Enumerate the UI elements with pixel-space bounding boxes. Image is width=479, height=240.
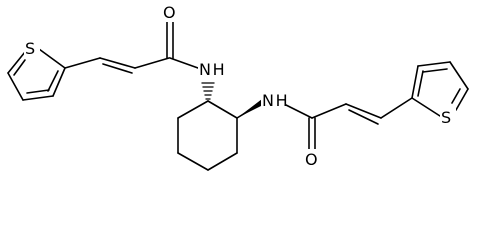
right-thiophene-ring (411, 61, 469, 117)
wedge-stereo-bond (237, 99, 265, 118)
chemical-structure: S O N H N H O S (7, 2, 469, 171)
hashed-stereo-bond (201, 82, 215, 100)
atom-label-o-right: O (304, 149, 321, 169)
cyclohexane-ring (177, 100, 266, 171)
svg-text:O: O (305, 150, 318, 169)
atom-label-s-left: S (24, 38, 40, 58)
atom-label-nh-right: N H (261, 90, 288, 110)
svg-text:N H: N H (199, 60, 225, 79)
left-thiophene-ring (7, 48, 66, 101)
atom-label-s-right: S (440, 107, 456, 127)
svg-text:N H: N H (262, 91, 288, 110)
atom-label-nh-left: N H (198, 59, 225, 79)
right-acryloyl-chain (283, 97, 413, 151)
svg-text:S: S (441, 108, 451, 127)
svg-text:S: S (25, 39, 35, 58)
svg-text:O: O (163, 3, 176, 22)
atom-label-o-left: O (162, 2, 179, 22)
left-acryloyl-chain (64, 21, 199, 74)
